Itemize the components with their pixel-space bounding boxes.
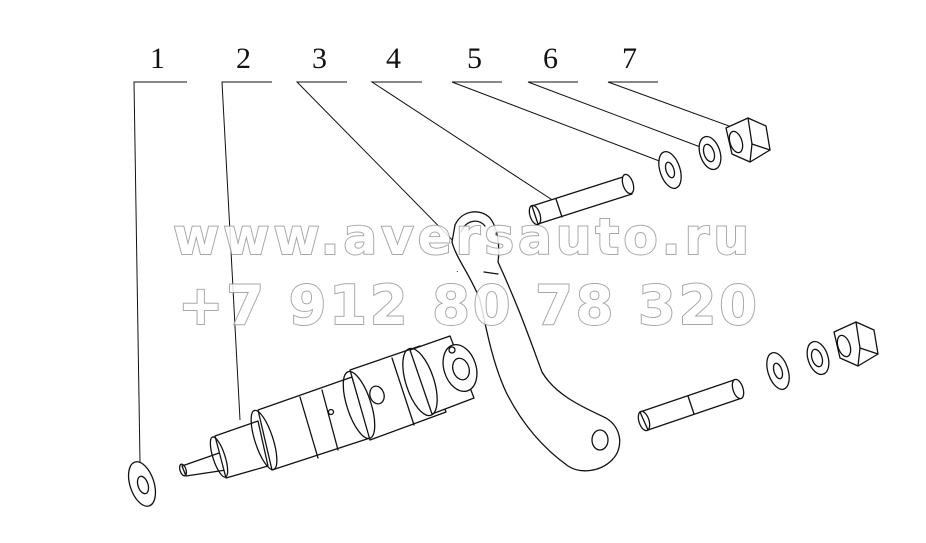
callout-numbers: 1 2 3 4 5 6 7 [150, 42, 637, 75]
leader-lines [133, 81, 741, 463]
part-stud-upper [528, 173, 635, 226]
watermark-phone: +7 912 80 78 320 [178, 274, 760, 337]
leader-line-3 [295, 81, 471, 259]
leader-line-5 [451, 81, 663, 163]
callout-5: 5 [467, 42, 482, 75]
part-clamp-bracket: . [451, 211, 621, 472]
svg-text:.: . [456, 265, 459, 274]
part-hex-nut-upper [725, 117, 771, 163]
leader-line-7 [607, 81, 741, 131]
callout-1: 1 [150, 42, 165, 75]
callout-3: 3 [312, 42, 327, 75]
watermark-url: www.aversauto.ru [173, 208, 753, 266]
part-spring-washer-lower [806, 340, 830, 376]
callout-4: 4 [386, 42, 401, 75]
part-hex-nut-lower [833, 321, 879, 367]
part-spring-washer-upper [698, 135, 722, 171]
part-stud-lower [637, 378, 745, 432]
leader-line-1 [133, 81, 187, 463]
part-flat-washer-upper [658, 151, 682, 189]
leader-line-4 [370, 81, 561, 206]
part-sealing-washer [127, 461, 157, 507]
watermark: www.aversauto.ru +7 912 80 78 320 [172, 207, 760, 338]
leader-line-6 [527, 81, 704, 149]
callout-7: 7 [622, 42, 637, 75]
part-injector [178, 335, 478, 479]
callout-2: 2 [236, 42, 251, 75]
callout-6: 6 [543, 42, 558, 75]
leader-line-2 [221, 81, 272, 421]
part-flat-washer-lower [766, 352, 790, 390]
